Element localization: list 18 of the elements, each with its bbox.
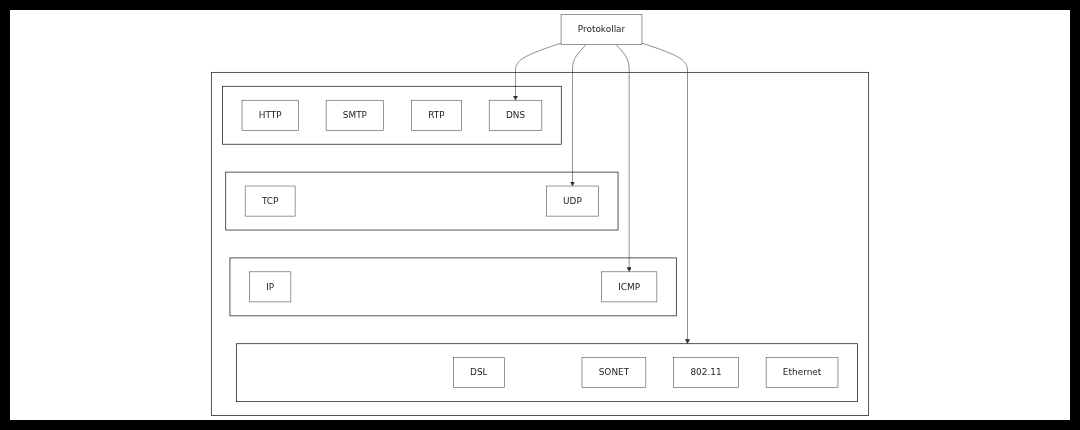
node-box: TCP	[244, 185, 296, 217]
node-box: HTTP	[241, 99, 299, 131]
node-box: SONET	[581, 357, 647, 388]
node-box: RTP	[411, 99, 462, 131]
node-box: DNS	[488, 99, 543, 131]
cluster	[222, 85, 562, 145]
node-box: Protokollar	[560, 14, 643, 45]
node-box: UDP	[546, 185, 599, 217]
node-box: DSL	[453, 357, 505, 388]
cluster	[229, 257, 677, 317]
node-box: Ethernet	[765, 357, 839, 388]
node-box: 802.11	[673, 357, 739, 388]
cluster	[225, 171, 619, 231]
node-box: ICMP	[601, 271, 658, 303]
node-box: IP	[249, 271, 292, 303]
node-box: SMTP	[325, 99, 384, 131]
cluster	[210, 71, 870, 416]
cluster	[236, 343, 858, 403]
